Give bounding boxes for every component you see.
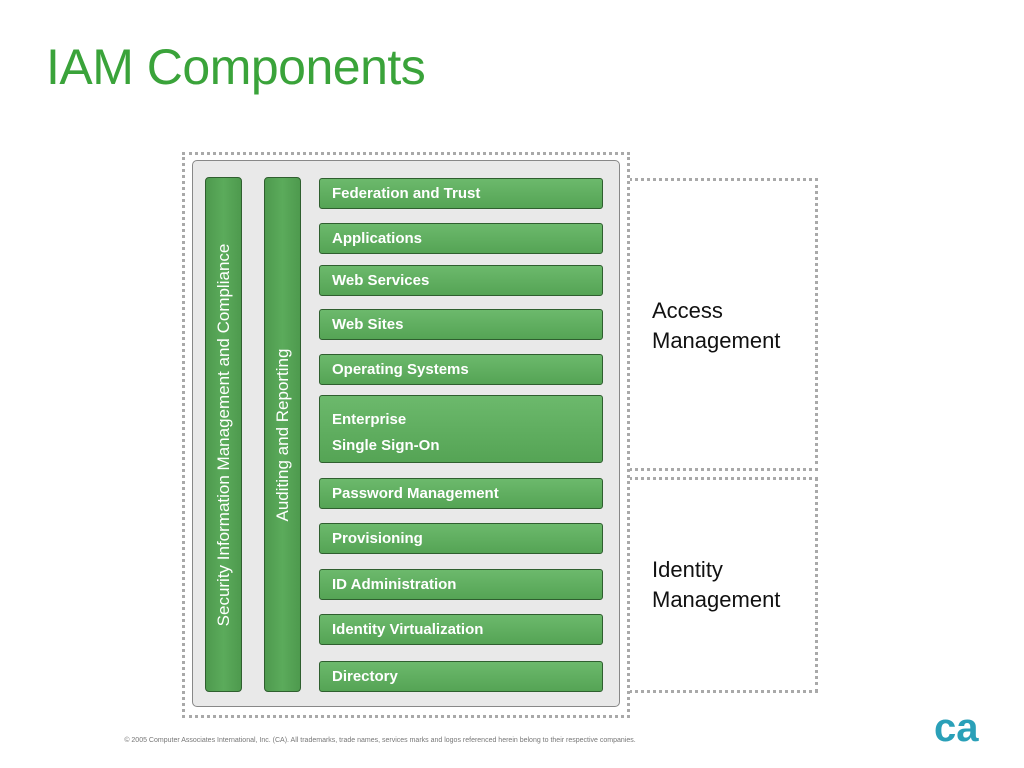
- page-title: IAM Components: [46, 39, 426, 95]
- component-label: Password Management: [332, 485, 499, 502]
- access-label-line2: Management: [652, 328, 781, 353]
- component-federation-trust: Federation and Trust: [319, 178, 603, 209]
- identity-management-label: Identity Management: [652, 555, 780, 615]
- identity-label-line1: Identity: [652, 557, 723, 582]
- component-operating-systems: Operating Systems: [319, 354, 603, 385]
- component-label: Directory: [332, 668, 398, 685]
- identity-label-line2: Management: [652, 587, 781, 612]
- identity-management-frame: [612, 477, 818, 693]
- component-label: Provisioning: [332, 530, 423, 547]
- access-label-line1: Access: [652, 298, 723, 323]
- component-applications: Applications: [319, 223, 603, 254]
- component-web-sites: Web Sites: [319, 309, 603, 340]
- ca-logo-text: ca: [934, 708, 979, 748]
- security-information-label: Security Information Management and Comp…: [213, 243, 233, 626]
- component-identity-virtualization: Identity Virtualization: [319, 614, 603, 645]
- component-provisioning: Provisioning: [319, 523, 603, 554]
- component-label: Web Services: [332, 272, 430, 289]
- ca-logo-icon: ca: [934, 708, 979, 748]
- access-management-label: Access Management: [652, 296, 780, 356]
- component-enterprise-sso: Enterprise Single Sign-On: [319, 395, 603, 463]
- component-label: Web Sites: [332, 316, 404, 333]
- component-label: ID Administration: [332, 576, 457, 593]
- component-label-line1: Enterprise: [332, 411, 407, 428]
- component-label: Federation and Trust: [332, 185, 481, 202]
- component-label-line2: Single Sign-On: [332, 437, 440, 454]
- component-id-administration: ID Administration: [319, 569, 603, 600]
- security-information-bar: Security Information Management and Comp…: [205, 177, 242, 692]
- component-directory: Directory: [319, 661, 603, 692]
- auditing-reporting-bar: Auditing and Reporting: [264, 177, 301, 692]
- component-password-management: Password Management: [319, 478, 603, 509]
- component-label: Identity Virtualization: [332, 621, 484, 638]
- component-label: Applications: [332, 230, 423, 247]
- auditing-reporting-label: Auditing and Reporting: [272, 348, 292, 521]
- component-label: Operating Systems: [332, 361, 469, 378]
- component-web-services: Web Services: [319, 265, 603, 296]
- copyright-footer: © 2005 Computer Associates International…: [124, 737, 636, 744]
